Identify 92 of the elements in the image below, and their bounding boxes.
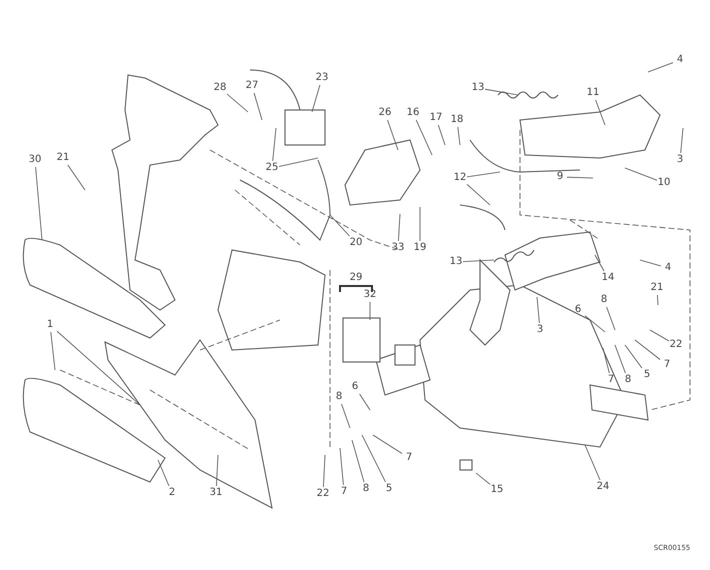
callout-number: 13 (470, 82, 486, 94)
callout-number: 24 (596, 481, 610, 493)
leader-line (657, 294, 658, 306)
callout-number: 4 (676, 54, 684, 66)
callout-number: 8 (334, 391, 344, 403)
leader-line (624, 344, 642, 368)
leader-line (680, 128, 684, 154)
leader-line (67, 164, 86, 190)
leader-line (595, 100, 606, 126)
callout-number: 33 (390, 242, 406, 254)
leader-line (640, 260, 662, 266)
callout-number: 7 (340, 486, 348, 498)
callout-number: 5 (384, 483, 394, 495)
leader-line (398, 214, 400, 242)
callout-number: 25 (264, 162, 280, 174)
callout-number: 21 (650, 282, 664, 294)
callout-number: 12 (452, 172, 468, 184)
callout-number: 11 (586, 87, 600, 99)
leader-line (634, 340, 660, 360)
callout-number: 8 (362, 483, 370, 495)
callout-number: 26 (378, 107, 392, 119)
leader-line (330, 214, 350, 236)
callout-number: 1 (46, 319, 54, 331)
callout-number: 2 (168, 487, 176, 499)
leader-line (614, 344, 626, 374)
leader-line (359, 394, 370, 410)
callout-number: 3 (676, 154, 684, 166)
callout-number: 15 (490, 484, 504, 496)
callout-number: 8 (600, 294, 608, 306)
leader-line (594, 254, 604, 272)
callout-number: 14 (600, 272, 616, 284)
leader-line (158, 460, 170, 486)
leader-line (387, 120, 398, 150)
leader-line (476, 472, 490, 485)
callout-number: 8 (624, 374, 632, 386)
leader-line (50, 332, 56, 370)
callout-number: 17 (428, 112, 444, 124)
callout-number: 31 (208, 487, 224, 499)
callout-number: 21 (56, 152, 70, 164)
leader-line (35, 166, 42, 240)
leader-line (584, 444, 600, 480)
leader-line (56, 330, 140, 406)
callout-number: 6 (350, 381, 360, 393)
leader-line (536, 296, 540, 324)
callout-number: 7 (606, 374, 616, 386)
leader-line (352, 440, 364, 482)
leader-line (438, 124, 446, 146)
leader-line (323, 454, 326, 488)
leader-line (584, 315, 606, 332)
callout-number: 7 (404, 452, 414, 464)
callout-number: 6 (574, 304, 582, 316)
callout-number: 16 (406, 107, 420, 119)
leader-line (340, 448, 344, 486)
leader-line (226, 94, 248, 112)
leader-line (602, 348, 610, 374)
leader-line (312, 84, 320, 112)
leader-line (484, 88, 518, 96)
leader-line (216, 454, 218, 486)
callout-number: 22 (668, 339, 684, 351)
callout-number: 7 (662, 359, 672, 371)
callout-number: 9 (556, 171, 564, 183)
leader-line (462, 260, 494, 262)
leader-line (272, 128, 276, 162)
callout-number: 13 (448, 256, 464, 268)
callout-number: 28 (212, 82, 228, 94)
leader-line (341, 404, 350, 428)
callout-number: 18 (450, 114, 464, 126)
callout-number: 19 (412, 242, 428, 254)
callout-number: 20 (348, 237, 364, 249)
leader-line (362, 434, 386, 482)
leader-line (372, 434, 402, 454)
leader-line (278, 158, 318, 167)
callout-number: 3 (536, 324, 544, 336)
callout-number: 23 (314, 72, 330, 84)
callout-number: 30 (28, 154, 42, 166)
leader-line (254, 92, 262, 120)
leader-line (416, 120, 432, 156)
callout-number: 22 (316, 488, 330, 500)
leader-line (650, 330, 670, 342)
callout-number: 4 (664, 262, 672, 274)
leader-line (466, 172, 500, 178)
leader-line (606, 306, 616, 330)
callout-number: 5 (642, 369, 652, 381)
leader-line (624, 168, 658, 181)
leader-line (457, 126, 460, 146)
callout-number: 29 (350, 272, 362, 284)
leader-line (566, 176, 594, 178)
callout-number: 10 (656, 177, 672, 189)
leader-line (648, 62, 674, 72)
callout-number: 27 (244, 80, 260, 92)
leader-line (466, 184, 490, 206)
callout-number: 32 (362, 289, 378, 301)
